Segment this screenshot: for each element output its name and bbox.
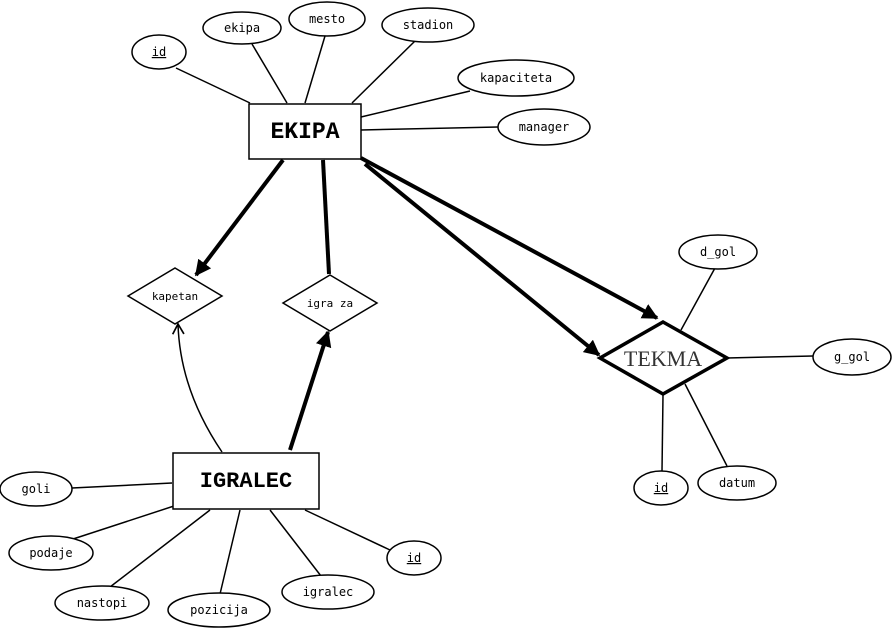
edge-tekma-d_gol: [680, 267, 716, 331]
edge-ekipa-tekma-upper: [360, 156, 659, 320]
entity-igralec[interactable]: IGRALEC: [172, 452, 320, 510]
entity-ekipa-label: EKIPA: [270, 119, 339, 145]
edge-ekipa-mesto: [304, 35, 326, 104]
attr-igralec-igralec-label: igralec: [303, 585, 354, 599]
attr-ekipa-id[interactable]: id: [131, 34, 187, 70]
attr-igralec-goli-label: goli: [22, 482, 51, 496]
attr-igralec-igralec[interactable]: igralec: [281, 574, 375, 610]
weak-entity-tekma[interactable]: TEKMA: [596, 319, 731, 397]
relationship-igra-za[interactable]: igra za: [281, 274, 379, 332]
edge-ekipa-kapaciteta: [360, 90, 471, 118]
attr-igralec-pozicija[interactable]: pozicija: [167, 592, 271, 628]
attr-tekma-id[interactable]: id: [633, 470, 689, 506]
attr-ekipa-mesto[interactable]: mesto: [288, 1, 366, 37]
edge-ekipa-igra-za: [321, 159, 331, 275]
edge-ekipa-kapetan: [194, 158, 285, 277]
attr-ekipa-id-label: id: [152, 45, 166, 59]
edge-igralec-nastopi: [109, 509, 211, 588]
attr-igralec-podaje[interactable]: podaje: [8, 535, 94, 571]
attr-igralec-podaje-label: podaje: [29, 546, 72, 560]
attr-ekipa-ekipa-label: ekipa: [224, 21, 260, 35]
attr-ekipa-ekipa[interactable]: ekipa: [202, 11, 282, 45]
edge-igralec-igralec: [269, 509, 322, 577]
relationship-igra-za-label: igra za: [307, 297, 353, 310]
edge-igralec-id: [304, 509, 391, 551]
attr-tekma-datum-label: datum: [719, 476, 755, 490]
edge-ekipa-tekma-lower: [363, 162, 601, 357]
edge-igralec-pozicija: [219, 509, 241, 595]
attr-igralec-goli[interactable]: goli: [0, 471, 73, 507]
entity-igralec-label: IGRALEC: [200, 469, 292, 494]
attr-tekma-datum[interactable]: datum: [697, 465, 777, 501]
entity-ekipa[interactable]: EKIPA: [248, 103, 362, 160]
edge-igralec-igra-za: [288, 330, 332, 451]
attr-igralec-pozicija-label: pozicija: [190, 603, 248, 617]
weak-entity-tekma-label: TEKMA: [624, 346, 702, 371]
edge-tekma-id: [661, 394, 664, 472]
edge-ekipa-stadion: [351, 40, 416, 104]
attr-igralec-id[interactable]: id: [386, 540, 442, 576]
edge-ekipa-manager: [360, 126, 499, 131]
attr-igralec-id-label: id: [407, 551, 421, 565]
attr-igralec-nastopi[interactable]: nastopi: [54, 585, 150, 621]
attr-tekma-g_gol-label: g_gol: [834, 350, 870, 364]
edge-igralec-goli: [71, 482, 173, 489]
attr-igralec-nastopi-label: nastopi: [77, 596, 128, 610]
attr-ekipa-kapaciteta[interactable]: kapaciteta: [457, 59, 575, 97]
attr-ekipa-manager[interactable]: manager: [497, 108, 591, 146]
edge-tekma-g_gol: [726, 355, 814, 359]
relationship-kapetan-label: kapetan: [152, 290, 198, 303]
attr-ekipa-stadion[interactable]: stadion: [381, 7, 475, 43]
edge-ekipa-ekipa: [251, 43, 288, 104]
attr-tekma-d_gol[interactable]: d_gol: [678, 234, 758, 270]
attr-tekma-g_gol[interactable]: g_gol: [812, 338, 892, 376]
attr-ekipa-manager-label: manager: [519, 120, 570, 134]
attr-ekipa-kapaciteta-label: kapaciteta: [480, 71, 552, 85]
attr-ekipa-mesto-label: mesto: [309, 12, 345, 26]
edge-ekipa-id: [175, 67, 251, 104]
attr-tekma-d_gol-label: d_gol: [700, 245, 736, 259]
relationship-kapetan[interactable]: kapetan: [126, 267, 224, 325]
edge-igralec-kapetan: [171, 322, 223, 453]
attr-ekipa-stadion-label: stadion: [403, 18, 454, 32]
edge-igralec-podaje: [69, 505, 175, 541]
attr-tekma-id-label: id: [654, 481, 668, 495]
edge-tekma-datum: [684, 383, 728, 467]
